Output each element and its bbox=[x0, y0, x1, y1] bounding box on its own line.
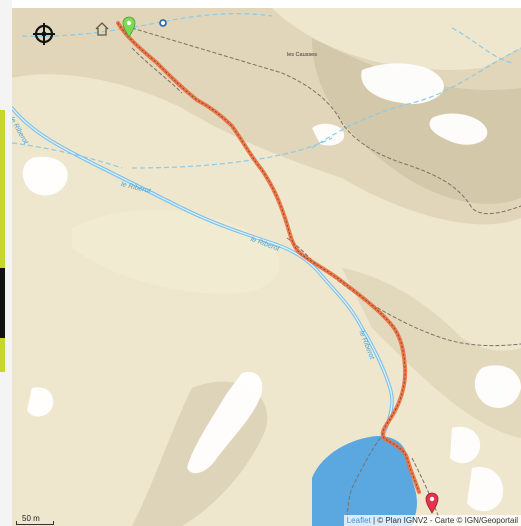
left-dark-bar bbox=[0, 268, 5, 338]
map-attribution: Leaflet | © Plan IGNV2 - Carte © IGN/Geo… bbox=[343, 515, 521, 526]
ridge-shade bbox=[12, 8, 521, 225]
start-marker-icon[interactable] bbox=[122, 16, 136, 38]
place-label: les Causses bbox=[287, 52, 317, 58]
scale-bar bbox=[16, 521, 54, 525]
left-panel-strip bbox=[0, 0, 12, 526]
left-accent-bar bbox=[0, 110, 5, 372]
gpx-route[interactable] bbox=[116, 21, 421, 494]
compass-icon[interactable] bbox=[32, 22, 56, 46]
valley-floor bbox=[72, 209, 280, 294]
scale-control: 50 m bbox=[14, 514, 54, 526]
lake bbox=[312, 436, 417, 526]
snow-patches bbox=[22, 63, 521, 512]
home-icon[interactable] bbox=[94, 21, 110, 37]
end-marker-icon[interactable] bbox=[425, 492, 439, 514]
scale-label: 50 m bbox=[22, 514, 40, 523]
location-dot-icon bbox=[159, 19, 167, 27]
streams bbox=[12, 13, 521, 169]
leaflet-link[interactable]: Leaflet bbox=[346, 516, 371, 525]
attribution-text: | © Plan IGNV2 - Carte © IGN/Geoportail bbox=[370, 516, 518, 525]
map-terrain bbox=[12, 8, 521, 526]
map-view[interactable]: les Causses le Riberot le Riberot le Rib… bbox=[12, 8, 521, 526]
